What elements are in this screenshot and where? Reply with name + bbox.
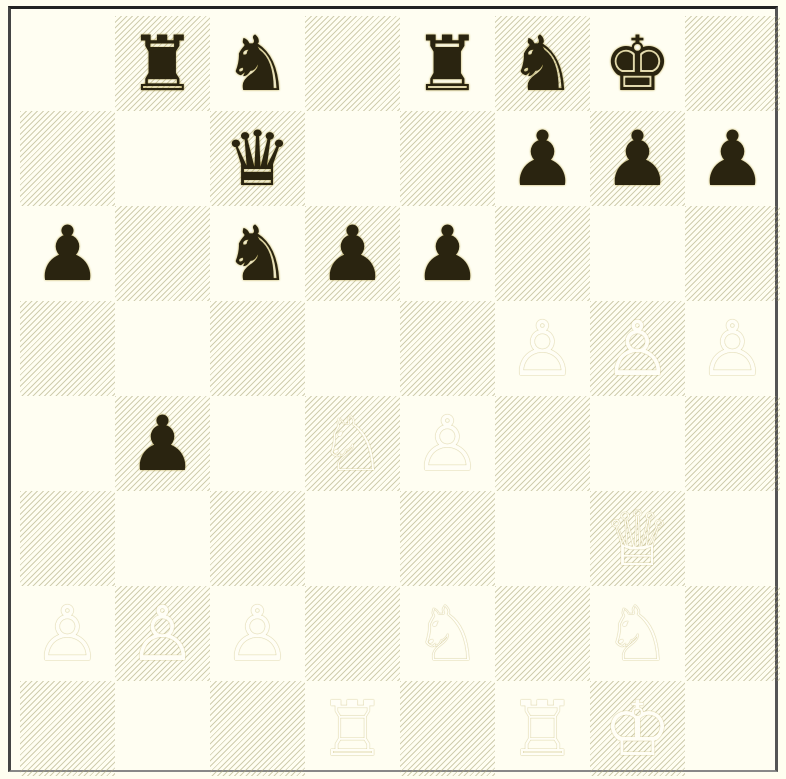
black-pawn-icon[interactable]: ♟ <box>413 216 481 292</box>
white-pawn-icon[interactable]: ♙ <box>508 311 576 387</box>
square-e1[interactable] <box>400 681 495 776</box>
square-e4[interactable]: ♙ <box>400 396 495 491</box>
white-pawn-icon[interactable]: ♙ <box>413 406 481 482</box>
white-pawn-icon[interactable]: ♙ <box>603 311 671 387</box>
white-pawn-icon[interactable]: ♙ <box>33 596 101 672</box>
square-h2[interactable] <box>685 586 780 681</box>
white-queen-icon[interactable]: ♕ <box>603 501 671 577</box>
square-c4[interactable] <box>210 396 305 491</box>
square-h5[interactable]: ♙ <box>685 301 780 396</box>
square-f4[interactable] <box>495 396 590 491</box>
square-f1[interactable]: ♖ <box>495 681 590 776</box>
square-g3[interactable]: ♕ <box>590 491 685 586</box>
square-d3[interactable] <box>305 491 400 586</box>
black-knight-icon[interactable]: ♞ <box>223 216 291 292</box>
square-f5[interactable]: ♙ <box>495 301 590 396</box>
black-pawn-icon[interactable]: ♟ <box>33 216 101 292</box>
black-knight-icon[interactable]: ♞ <box>508 26 576 102</box>
square-b7[interactable] <box>115 111 210 206</box>
square-d8[interactable] <box>305 16 400 111</box>
square-b6[interactable] <box>115 206 210 301</box>
square-f6[interactable] <box>495 206 590 301</box>
square-a4[interactable] <box>20 396 115 491</box>
black-pawn-icon[interactable]: ♟ <box>698 121 766 197</box>
square-a7[interactable] <box>20 111 115 206</box>
square-c3[interactable] <box>210 491 305 586</box>
square-a8[interactable] <box>20 16 115 111</box>
black-pawn-icon[interactable]: ♟ <box>128 406 196 482</box>
square-c7[interactable]: ♛ <box>210 111 305 206</box>
square-d4[interactable]: ♘ <box>305 396 400 491</box>
white-rook-icon[interactable]: ♖ <box>318 691 386 767</box>
square-d2[interactable] <box>305 586 400 681</box>
square-e2[interactable]: ♘ <box>400 586 495 681</box>
white-knight-icon[interactable]: ♘ <box>413 596 481 672</box>
black-knight-icon[interactable]: ♞ <box>223 26 291 102</box>
white-knight-icon[interactable]: ♘ <box>318 406 386 482</box>
square-g2[interactable]: ♘ <box>590 586 685 681</box>
black-rook-icon[interactable]: ♜ <box>413 26 481 102</box>
square-c8[interactable]: ♞ <box>210 16 305 111</box>
square-h8[interactable] <box>685 16 780 111</box>
square-c6[interactable]: ♞ <box>210 206 305 301</box>
black-king-icon[interactable]: ♚ <box>603 26 671 102</box>
square-d5[interactable] <box>305 301 400 396</box>
square-a3[interactable] <box>20 491 115 586</box>
white-pawn-icon[interactable]: ♙ <box>128 596 196 672</box>
square-g5[interactable]: ♙ <box>590 301 685 396</box>
black-pawn-icon[interactable]: ♟ <box>508 121 576 197</box>
square-c1[interactable] <box>210 681 305 776</box>
square-h3[interactable] <box>685 491 780 586</box>
black-queen-icon[interactable]: ♛ <box>223 121 291 197</box>
square-b8[interactable]: ♜ <box>115 16 210 111</box>
white-rook-icon[interactable]: ♖ <box>508 691 576 767</box>
square-h4[interactable] <box>685 396 780 491</box>
black-rook-icon[interactable]: ♜ <box>128 26 196 102</box>
square-g7[interactable]: ♟ <box>590 111 685 206</box>
square-b4[interactable]: ♟ <box>115 396 210 491</box>
square-b2[interactable]: ♙ <box>115 586 210 681</box>
square-a2[interactable]: ♙ <box>20 586 115 681</box>
square-g4[interactable] <box>590 396 685 491</box>
square-c2[interactable]: ♙ <box>210 586 305 681</box>
square-a6[interactable]: ♟ <box>20 206 115 301</box>
white-knight-icon[interactable]: ♘ <box>603 596 671 672</box>
square-c5[interactable] <box>210 301 305 396</box>
square-e3[interactable] <box>400 491 495 586</box>
square-b3[interactable] <box>115 491 210 586</box>
square-f7[interactable]: ♟ <box>495 111 590 206</box>
square-a5[interactable] <box>20 301 115 396</box>
square-b5[interactable] <box>115 301 210 396</box>
black-pawn-icon[interactable]: ♟ <box>318 216 386 292</box>
square-e7[interactable] <box>400 111 495 206</box>
white-pawn-icon[interactable]: ♙ <box>223 596 291 672</box>
square-d1[interactable]: ♖ <box>305 681 400 776</box>
square-a1[interactable] <box>20 681 115 776</box>
square-h6[interactable] <box>685 206 780 301</box>
square-d6[interactable]: ♟ <box>305 206 400 301</box>
square-f2[interactable] <box>495 586 590 681</box>
white-king-icon[interactable]: ♔ <box>603 691 671 767</box>
square-f8[interactable]: ♞ <box>495 16 590 111</box>
black-pawn-icon[interactable]: ♟ <box>603 121 671 197</box>
square-b1[interactable] <box>115 681 210 776</box>
square-g6[interactable] <box>590 206 685 301</box>
square-e5[interactable] <box>400 301 495 396</box>
square-g8[interactable]: ♚ <box>590 16 685 111</box>
square-h7[interactable]: ♟ <box>685 111 780 206</box>
square-e6[interactable]: ♟ <box>400 206 495 301</box>
white-pawn-icon[interactable]: ♙ <box>698 311 766 387</box>
square-h1[interactable] <box>685 681 780 776</box>
square-f3[interactable] <box>495 491 590 586</box>
chess-board: ♜ ♞ ♜ ♞ ♚ ♛ ♟ ♟ ♟ ♟ ♞ ♟ ♟ ♙ ♙ ♙ ♟ ♘ ♙ ♕ ♙ ♙ ♙ ♘ ♘ ♖ ♖ ♔ <box>20 16 780 776</box>
square-d7[interactable] <box>305 111 400 206</box>
square-g1[interactable]: ♔ <box>590 681 685 776</box>
square-e8[interactable]: ♜ <box>400 16 495 111</box>
